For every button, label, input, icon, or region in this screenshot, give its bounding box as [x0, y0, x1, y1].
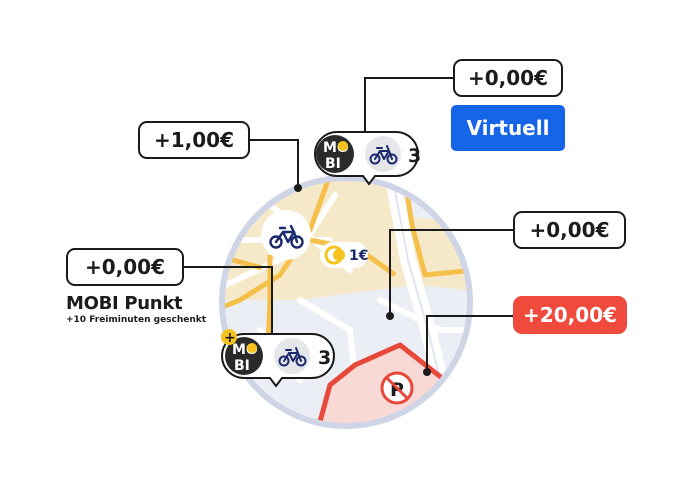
coin-value-label: 1€	[349, 248, 368, 264]
map-circle[interactable]	[200, 170, 500, 440]
bike-icon	[369, 145, 398, 165]
station-top-bike-count: 3	[408, 145, 421, 167]
coin-marker[interactable]: 1€	[320, 242, 368, 268]
svg-text:+: +	[224, 330, 236, 346]
connector-lines	[184, 77, 513, 372]
mobi-logo-icon: MO BI	[225, 337, 263, 375]
price-tag-top-left[interactable]: +1,00€	[138, 121, 250, 159]
no-parking-icon[interactable]: P	[380, 371, 414, 405]
station-bottom-bike-count: 3	[318, 347, 331, 369]
svg-text:BI: BI	[234, 358, 250, 374]
bike-marker[interactable]	[261, 210, 311, 260]
mobi-punkt-subtitle: +10 Freiminuten geschenkt	[66, 315, 207, 325]
mobi-logo-icon: MO BI	[316, 135, 354, 173]
coin-icon	[324, 245, 345, 265]
price-tag-mid-right[interactable]: +0,00€	[513, 211, 626, 249]
plus-icon: +	[221, 329, 237, 346]
bike-icon	[269, 224, 304, 249]
svg-text:BI: BI	[325, 156, 341, 172]
price-tag-left[interactable]: +0,00€	[66, 248, 184, 286]
mobi-punkt-label: MOBI Punkt +10 Freiminuten geschenkt	[66, 293, 206, 325]
price-tag-parking-penalty[interactable]: +20,00€	[513, 296, 627, 334]
virtuell-badge[interactable]: Virtuell	[451, 105, 565, 151]
station-pill-bottom[interactable]: MO BI + 3	[221, 329, 335, 388]
map-ring	[219, 175, 473, 429]
station-pill-top[interactable]: MO BI 3	[314, 131, 421, 186]
bike-icon	[278, 347, 307, 367]
price-tag-top-right[interactable]: +0,00€	[453, 59, 563, 97]
mobi-punkt-title: MOBI Punkt	[66, 293, 183, 314]
